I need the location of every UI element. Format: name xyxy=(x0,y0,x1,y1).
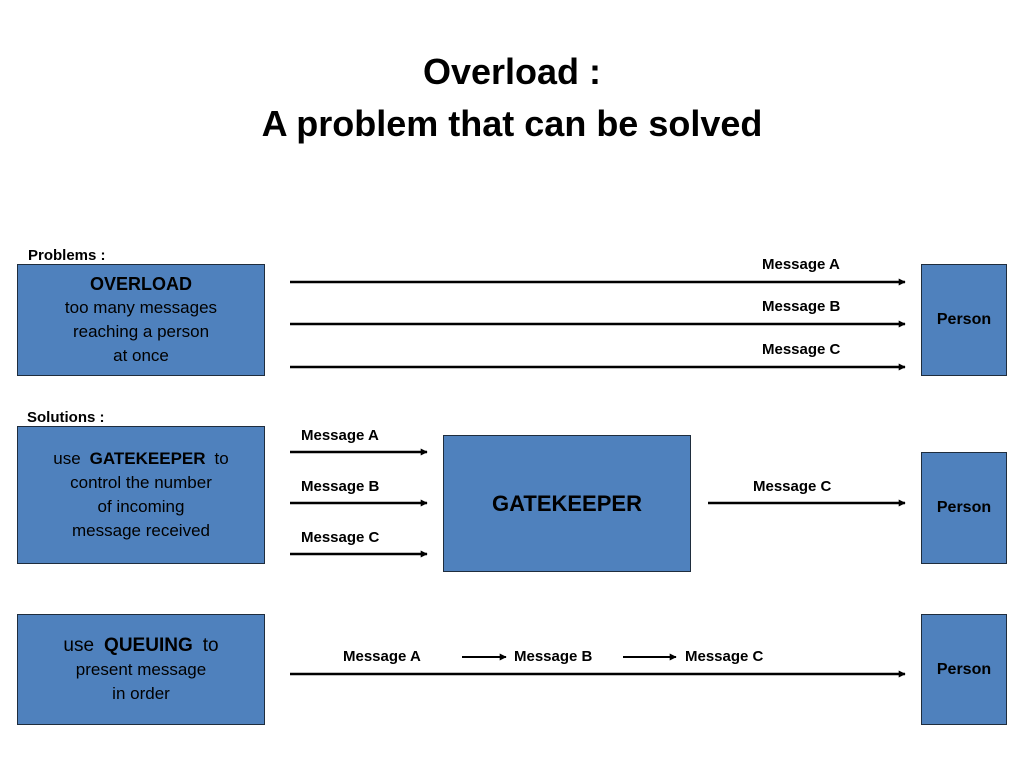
overload-line-1: too many messages xyxy=(64,298,218,317)
overload-line-2: reaching a person xyxy=(72,322,210,341)
queuing-solution-line-2: present message xyxy=(75,659,207,679)
queuing-person-box: Person xyxy=(921,614,1007,725)
gatekeeper-out-message: Message C xyxy=(753,478,832,495)
queuing-solution-pre: use xyxy=(63,634,95,656)
gatekeeper-box: GATEKEEPER xyxy=(443,435,691,572)
gatekeeper-in-message-a: Message A xyxy=(301,427,379,444)
gatekeeper-box-label: GATEKEEPER xyxy=(492,490,642,516)
queuing-solution-line-1: use QUEUING to xyxy=(63,634,218,658)
queuing-solution-box: use QUEUING to present message in order xyxy=(17,614,265,725)
gatekeeper-solution-post: to xyxy=(214,449,229,468)
overload-line-3: at once xyxy=(113,346,169,365)
queue-message-b: Message B xyxy=(514,648,593,665)
overload-box: OVERLOAD too many messages reaching a pe… xyxy=(17,264,265,376)
queuing-solution-line-3: in order xyxy=(112,683,170,703)
problem-message-a: Message A xyxy=(762,256,840,273)
gatekeeper-person-label: Person xyxy=(936,499,992,516)
problem-message-c: Message C xyxy=(762,341,841,358)
slide-title: Overload : A problem that can be solved xyxy=(0,46,1024,150)
overload-heading: OVERLOAD xyxy=(89,274,192,294)
gatekeeper-solution-line-4: message received xyxy=(72,521,210,540)
queuing-person-label: Person xyxy=(936,660,992,678)
gatekeeper-solution-keyword: GATEKEEPER xyxy=(89,449,206,468)
gatekeeper-solution-line-2: control the number xyxy=(70,473,212,492)
gatekeeper-in-message-b: Message B xyxy=(301,478,380,495)
queue-message-a: Message A xyxy=(343,648,421,665)
title-line-1: Overload : xyxy=(422,51,602,92)
solutions-label: Solutions : xyxy=(27,409,105,426)
gatekeeper-person-box: Person xyxy=(921,452,1007,564)
gatekeeper-solution-line-3: of incoming xyxy=(97,497,185,516)
queuing-solution-keyword: QUEUING xyxy=(104,634,193,656)
gatekeeper-in-message-c: Message C xyxy=(301,529,380,546)
gatekeeper-solution-pre: use xyxy=(53,449,81,468)
title-line-2: A problem that can be solved xyxy=(261,103,763,144)
problem-person-label: Person xyxy=(936,311,992,328)
gatekeeper-solution-box: use GATEKEEPER to control the number of … xyxy=(17,426,265,564)
queuing-solution-post: to xyxy=(202,634,219,656)
problem-person-box: Person xyxy=(921,264,1007,376)
problem-message-b: Message B xyxy=(762,298,841,315)
gatekeeper-solution-line-1: use GATEKEEPER to xyxy=(53,447,228,471)
problems-label: Problems : xyxy=(28,247,106,264)
queue-message-c: Message C xyxy=(685,648,764,665)
